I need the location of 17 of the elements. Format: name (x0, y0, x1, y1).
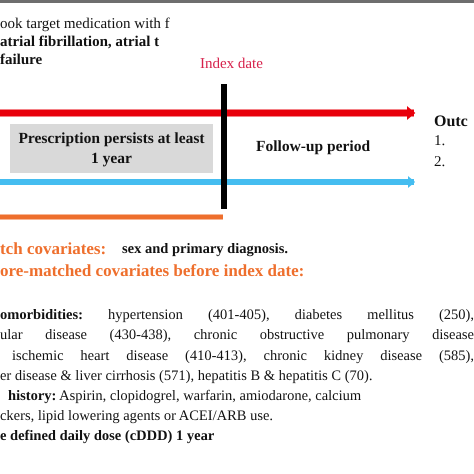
cddd-text: e defined daily dose (cDDD) 1 year (0, 428, 214, 446)
period-box: Prescription persists at least 1 year (10, 124, 213, 173)
follow-up-label: Follow-up period (256, 138, 370, 157)
covariates-text: sex and primary diagnosis. (122, 241, 288, 258)
comorbidities-text: ischemic heart disease (410-413), chronic kidney disease (585), (12, 348, 474, 366)
medication-history-text: history: Aspirin, clopidogrel, warfarin, amiodarone, calcium (8, 388, 362, 406)
list-number: 2. (434, 153, 446, 171)
medication-history-text: ckers, lipid lowering agents or ACEI/ARB use. (0, 408, 274, 426)
outcome-heading: Outc (434, 112, 468, 132)
list-number: 1. (434, 132, 446, 150)
comorbidities-text: er disease & liver cirrhosis (571), hepatitis B & hepatitis C (70). (0, 368, 372, 386)
study-description: ook target medication with f atrial fibrillation, atrial t failure (0, 15, 171, 69)
comorbidities-text: ular disease (430-438), chronic obstructive pulmonary disease (0, 327, 474, 344)
covariates-heading: tch covariates: (0, 239, 106, 260)
comorbidities-text: omorbidities: hypertension (401-405), diabetes mellitus (250), (0, 307, 474, 324)
index-date-label: Index date (200, 55, 263, 73)
covariates-heading: ore-matched covariates before index date: (0, 261, 304, 282)
